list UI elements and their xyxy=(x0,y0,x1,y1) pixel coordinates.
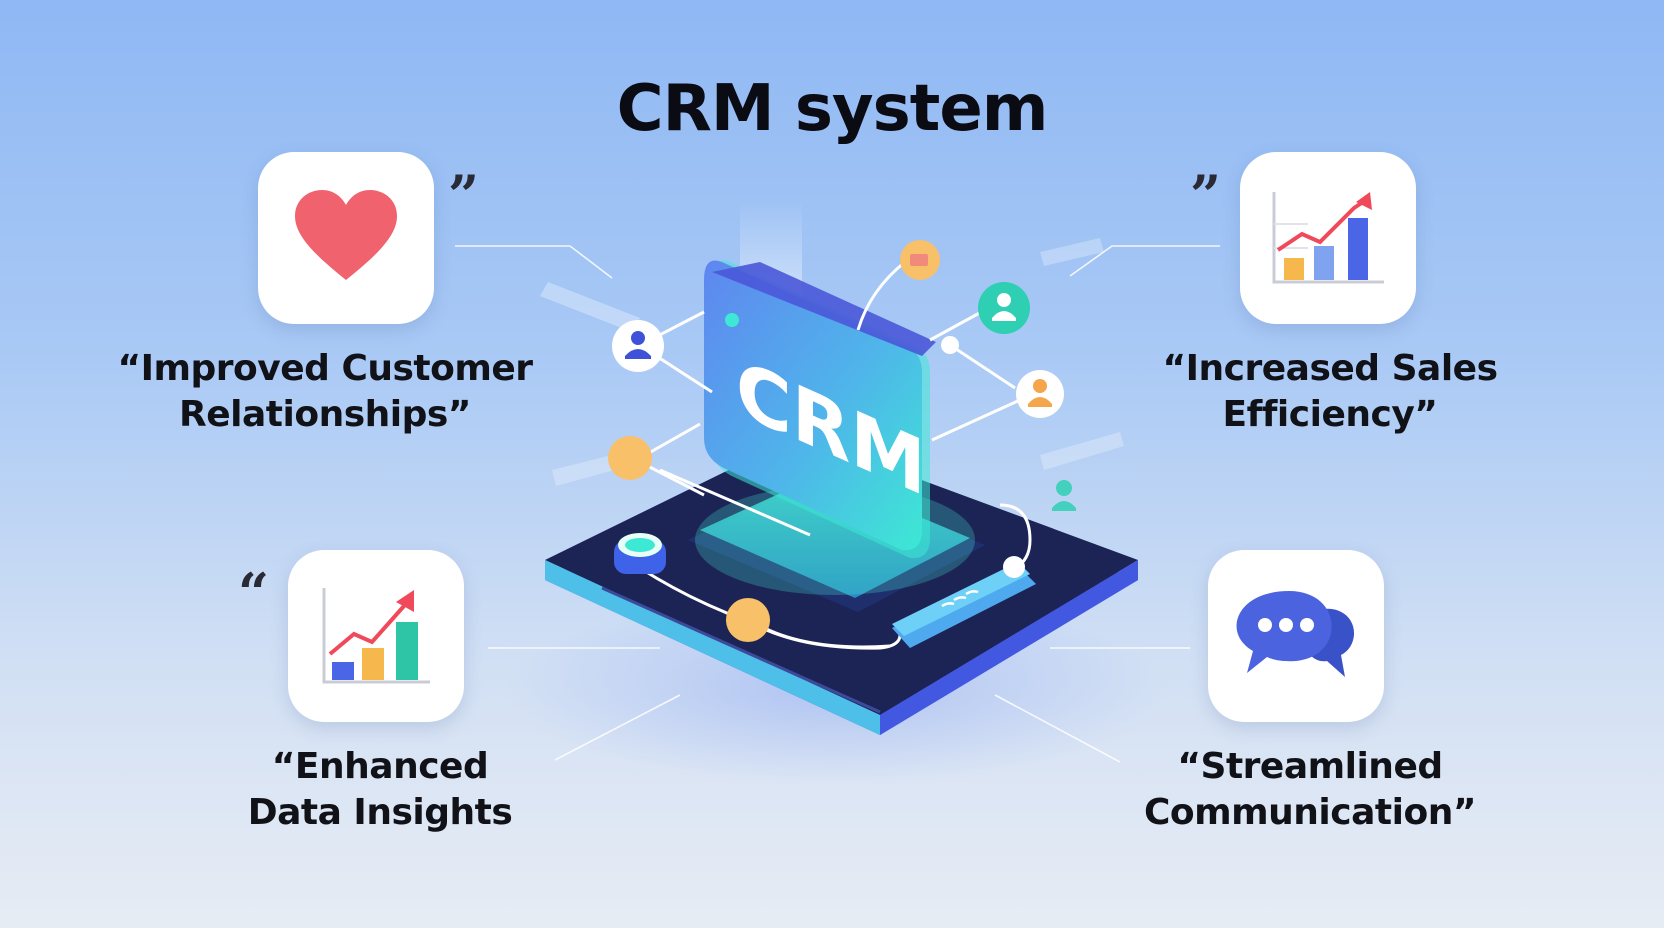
port-node xyxy=(1003,556,1025,578)
user-node-floating xyxy=(1052,480,1076,511)
quote-mark-bottom-left: “ xyxy=(238,561,270,625)
feature-label-line1: “Enhanced xyxy=(271,746,489,787)
motion-streaks xyxy=(540,238,1124,486)
page-title: CRM system xyxy=(616,72,1049,146)
feature-label-line2: Communication” xyxy=(1144,792,1476,833)
feature-label-line1: “Improved Customer xyxy=(117,348,533,389)
user-node-left xyxy=(612,320,664,372)
bar-chart-growth-icon xyxy=(1272,192,1384,284)
connector-bottom-left-diag xyxy=(554,694,681,761)
orange-node-left xyxy=(608,436,652,480)
feature-label-sales-efficiency: “Increased Sales Efficiency” xyxy=(1140,346,1520,438)
feature-card-communication xyxy=(1208,550,1384,722)
orange-node-bottom xyxy=(726,598,770,642)
feature-label-line1: “Increased Sales xyxy=(1162,348,1498,389)
crm-screen: CRM xyxy=(704,260,936,559)
screen-base-glow xyxy=(688,475,985,612)
connector-bottom-right-diag xyxy=(994,694,1121,763)
platform-port xyxy=(892,562,1036,648)
feature-label-line2: Relationships” xyxy=(179,394,471,435)
feature-label-line2: Data Insights xyxy=(247,792,513,833)
connector-lines xyxy=(455,245,1220,763)
user-node-orange xyxy=(1016,370,1064,418)
feature-label-line2: Efficiency” xyxy=(1222,394,1438,435)
orange-node-top xyxy=(900,240,940,280)
feature-label-data-insights: “Enhanced Data Insights xyxy=(200,744,560,836)
feature-label-line1: “Streamlined xyxy=(1177,746,1443,787)
junction-node xyxy=(941,336,959,354)
feature-card-data-insights xyxy=(288,550,464,722)
platform-connector-chip xyxy=(614,533,666,574)
feature-card-sales-efficiency xyxy=(1240,152,1416,324)
chat-bubbles-icon xyxy=(1236,591,1355,677)
feature-label-customer-relationships: “Improved Customer Relationships” xyxy=(110,346,540,438)
bar-chart-growth-icon xyxy=(322,588,430,684)
quote-mark-top-left: ” xyxy=(448,163,480,227)
connector-top-right xyxy=(1069,245,1220,277)
heart-icon xyxy=(295,190,397,280)
feature-card-customer-relationships xyxy=(258,152,434,324)
feature-label-communication: “Streamlined Communication” xyxy=(1100,744,1520,836)
quote-mark-top-right: ” xyxy=(1190,163,1222,227)
connector-top-left xyxy=(455,245,613,279)
user-node-teal xyxy=(978,282,1030,334)
